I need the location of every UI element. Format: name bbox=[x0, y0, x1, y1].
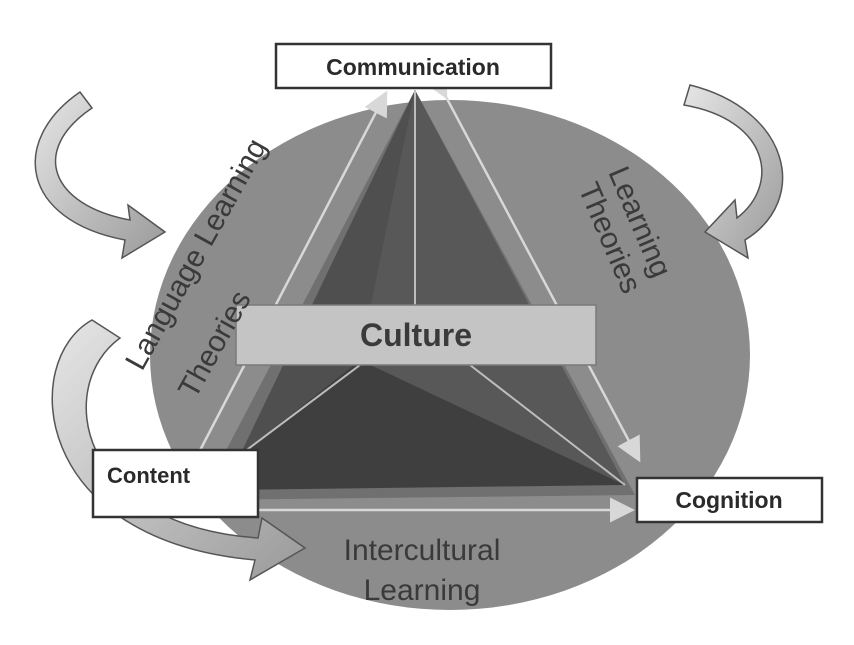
content-box bbox=[91, 448, 260, 519]
intercultural-learning-line2: Learning bbox=[364, 574, 481, 607]
cognition-box bbox=[635, 476, 824, 524]
arrow-content-communication bbox=[193, 90, 388, 461]
arrow-communication-cognition bbox=[424, 71, 641, 463]
communication-box bbox=[274, 42, 553, 90]
cognition-label: Cognition bbox=[675, 487, 782, 513]
pyramid-edge bbox=[239, 364, 361, 456]
curved-arrow-bottom-left bbox=[51, 319, 307, 582]
curved-arrow-top-right bbox=[683, 84, 784, 260]
curved-arrow-top-left bbox=[34, 90, 167, 260]
culture-label: Culture bbox=[360, 317, 472, 353]
culture-box bbox=[235, 304, 597, 366]
content-label: Content bbox=[107, 463, 191, 488]
intercultural-learning-line1: Intercultural bbox=[344, 534, 501, 567]
communication-label: Communication bbox=[326, 54, 500, 80]
